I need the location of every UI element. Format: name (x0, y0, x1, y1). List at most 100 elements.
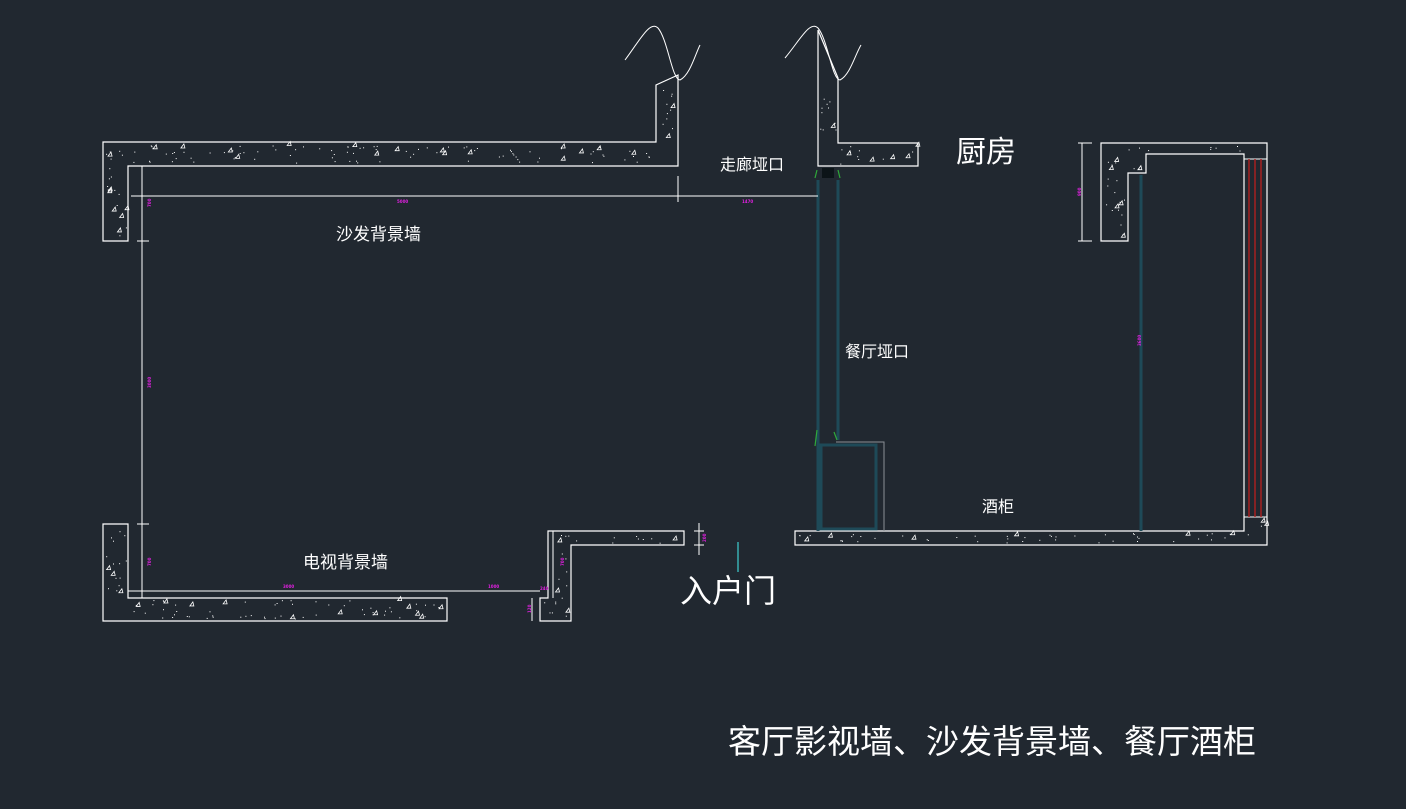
hatch-triangle (352, 141, 358, 148)
hatch-dot (565, 558, 567, 560)
hatch-dot (629, 150, 631, 152)
hatch-dot (1133, 533, 1134, 535)
hatch-dot (1119, 201, 1121, 203)
dim-bottom-short: 1000 (488, 584, 499, 589)
hatch-dot (108, 588, 109, 590)
hatch-dot (289, 155, 291, 156)
hatch-triangle (372, 609, 379, 616)
hatch-dot (498, 156, 500, 158)
hatch-dot (840, 540, 842, 542)
dim-bottom-corner-a: 240 (540, 586, 549, 591)
hatch-dot (333, 154, 335, 155)
hatch-dot (882, 158, 884, 160)
hatch-dot (857, 541, 859, 543)
hatch-dot (512, 153, 514, 155)
hatch-dot (250, 615, 252, 617)
hatch-dot (648, 156, 650, 158)
hatch-dot (363, 147, 365, 149)
hatch-dot (162, 617, 164, 619)
hatch-triangle (441, 149, 448, 156)
hatch-dot (125, 560, 127, 562)
hatch-dot (858, 159, 860, 160)
hatch-dot (294, 618, 296, 620)
hatch-dot (119, 577, 121, 579)
hatch-triangle (163, 598, 169, 604)
hatch-dot (295, 149, 297, 151)
hatch-dot (1210, 148, 1212, 150)
hatch-dot (280, 615, 282, 617)
hatch-dot (662, 123, 664, 125)
hatch-dot (517, 159, 519, 161)
hatch-dot (1114, 192, 1116, 194)
hatch-dot (666, 103, 668, 105)
hatch-triangle (1108, 164, 1114, 171)
hatch-triangle (1118, 199, 1124, 206)
hatch-dot (377, 152, 379, 154)
hatch-dot (410, 156, 412, 158)
hatch-dot (835, 129, 837, 131)
hatch-dot (149, 160, 150, 162)
hatch-triangle (124, 204, 130, 211)
hatch-triangle (396, 595, 403, 601)
hatch-triangle (222, 598, 228, 605)
hatch-triangle (631, 149, 637, 155)
hatch-dot (346, 151, 348, 153)
hatch-dot (821, 112, 823, 114)
hatch-dot (633, 156, 634, 157)
hatch-triangle (118, 212, 125, 218)
hatch-dot (828, 107, 829, 109)
hatch-dot (590, 153, 592, 155)
dimension-lines (131, 142, 1092, 621)
cabinet-outline (836, 441, 885, 531)
hatch-dot (566, 571, 568, 573)
hatch-dot (636, 161, 638, 163)
hatch-dot (612, 542, 614, 544)
wine-cabinet-lines (1248, 159, 1262, 517)
hatch-dot (820, 128, 822, 130)
hatch-dot (116, 205, 118, 206)
hatch-dot (153, 600, 155, 602)
hatch-dot (334, 161, 336, 163)
hatch-triangle (1263, 520, 1270, 526)
hatch-dot (671, 93, 673, 95)
hatch-dot (319, 148, 321, 150)
hatch-dot (1263, 521, 1265, 523)
hatch-dot (1148, 150, 1150, 152)
hatch-dot (555, 603, 557, 605)
hatch-dot (245, 615, 247, 617)
wall-kitchen-right (794, 142, 1268, 546)
hatch-triangle (1260, 517, 1266, 523)
hatch-dot (592, 162, 593, 164)
walls (102, 25, 1268, 622)
hatch-triangle (107, 151, 113, 157)
hatch-dot (519, 161, 521, 163)
hatch-dot (438, 607, 440, 608)
hatch-triangle (1120, 232, 1126, 238)
hatch-dot (134, 151, 136, 153)
break-line-left (624, 25, 701, 81)
hatch-dot (331, 150, 333, 152)
dining-opening (814, 168, 1143, 531)
hatch-dot (370, 607, 372, 609)
hatch-dot (561, 535, 562, 536)
hatch-triangle (418, 613, 425, 619)
hatch-dot (234, 157, 236, 159)
hatch-dot (599, 146, 601, 148)
hatch-dot (359, 147, 361, 149)
hatch-dot (281, 600, 283, 602)
label-corridor-opening: 走廊垭口 (720, 155, 784, 174)
hatch-triangle (830, 122, 836, 128)
hatch-dot (418, 148, 419, 150)
hatch-dot (1237, 146, 1238, 147)
hatch-dot (116, 590, 118, 592)
hatch-triangle (672, 535, 678, 541)
hatch-dot (651, 538, 653, 540)
hatch-dot (646, 153, 648, 154)
hatch-dot (343, 605, 345, 607)
hatch-dot (566, 585, 568, 587)
hatch-dot (1224, 537, 1226, 539)
hatch-dot (274, 617, 276, 619)
hatch-triangle (596, 144, 602, 151)
wall-entrance-pillar (539, 530, 685, 622)
hatch-dot (1007, 538, 1009, 540)
